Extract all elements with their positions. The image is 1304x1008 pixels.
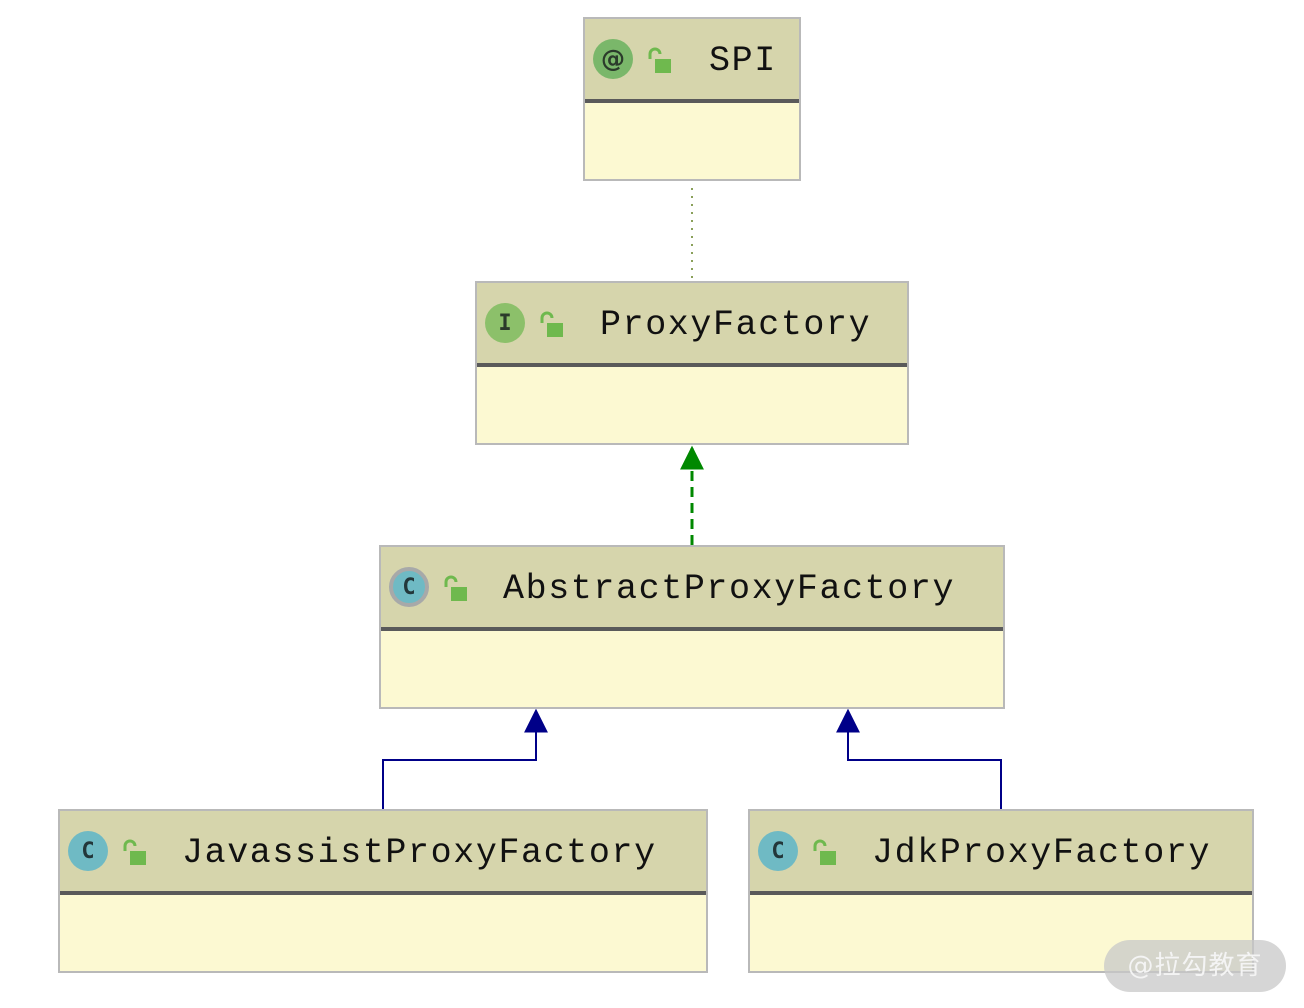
- edge-jdk-extends-abstract: [836, 708, 1002, 810]
- node-title: AbstractProxyFactory: [503, 569, 956, 609]
- node-abstract-proxy-factory[interactable]: C AbstractProxyFactory: [379, 545, 1005, 709]
- annotation-badge-icon: @: [593, 39, 633, 79]
- unlocked-lock-icon: [123, 839, 146, 865]
- class-badge-icon: C: [758, 831, 798, 871]
- node-title: JavassistProxyFactory: [182, 833, 657, 873]
- unlocked-lock-icon: [648, 47, 671, 73]
- node-title: ProxyFactory: [600, 305, 872, 345]
- node-spi[interactable]: @ SPI: [583, 17, 801, 181]
- node-header: @ SPI: [585, 19, 799, 103]
- node-header: C JavassistProxyFactory: [60, 811, 706, 895]
- node-jdk-proxy-factory[interactable]: C JdkProxyFactory: [748, 809, 1254, 973]
- interface-badge-icon: I: [485, 303, 525, 343]
- unlocked-lock-icon: [540, 311, 563, 337]
- node-header: C AbstractProxyFactory: [381, 547, 1003, 631]
- node-proxy-factory[interactable]: I ProxyFactory: [475, 281, 909, 445]
- node-title: SPI: [709, 41, 777, 81]
- abstract-class-badge-icon: C: [389, 567, 429, 607]
- node-header: I ProxyFactory: [477, 283, 907, 367]
- edge-javassist-extends-abstract: [382, 708, 548, 810]
- node-title: JdkProxyFactory: [872, 833, 1212, 873]
- unlocked-lock-icon: [444, 575, 467, 601]
- unlocked-lock-icon: [813, 839, 836, 865]
- class-badge-icon: C: [68, 831, 108, 871]
- watermark: @拉勾教育: [1104, 940, 1286, 992]
- node-header: C JdkProxyFactory: [750, 811, 1252, 895]
- node-javassist-proxy-factory[interactable]: C JavassistProxyFactory: [58, 809, 708, 973]
